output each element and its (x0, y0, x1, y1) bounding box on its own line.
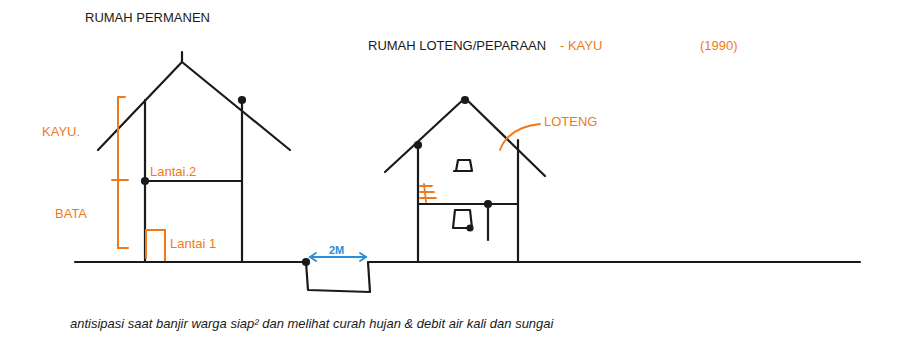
level-label: KAYU. (42, 124, 80, 139)
house-title: RUMAH PERMANEN (85, 10, 210, 25)
joint-dot (485, 201, 491, 207)
floor-label: Lantai 1 (170, 236, 216, 251)
window (454, 160, 472, 171)
caption: antisipasi saat banjir warga siap² dan m… (70, 316, 553, 331)
bracket-line (118, 97, 128, 248)
part-name: LOTENG (544, 114, 597, 129)
permanent-house (98, 52, 290, 262)
joint-dot (468, 226, 473, 231)
ground-line (75, 262, 860, 292)
ladder-rungs (420, 184, 436, 202)
material-note: - KAYU (560, 38, 602, 53)
floor-line (145, 180, 242, 182)
post-line (487, 204, 489, 240)
joint-dot (303, 259, 309, 265)
dimension-line (310, 256, 366, 258)
level-label: BATA (55, 206, 87, 221)
roof-line (98, 62, 290, 150)
step-line (146, 230, 165, 262)
ladder (420, 124, 540, 202)
house-title: RUMAH LOTENG/PEPARAAN (368, 38, 546, 53)
leader-line (500, 124, 540, 150)
dimension: 2M (329, 243, 344, 258)
level-bracket (112, 97, 165, 262)
bracket-tick (112, 179, 128, 181)
loft-house (385, 97, 545, 262)
year-note: (1990) (700, 38, 738, 53)
floor-line (418, 203, 518, 205)
joint-dot (462, 97, 468, 103)
joint-dot (142, 178, 148, 184)
roof-tip (181, 52, 183, 62)
roof-line (385, 98, 545, 176)
joint-dot (239, 97, 245, 103)
ground (75, 259, 860, 292)
wall-line (517, 140, 519, 262)
floor-label: Lantai.2 (150, 164, 196, 179)
joint-dot (415, 142, 421, 148)
